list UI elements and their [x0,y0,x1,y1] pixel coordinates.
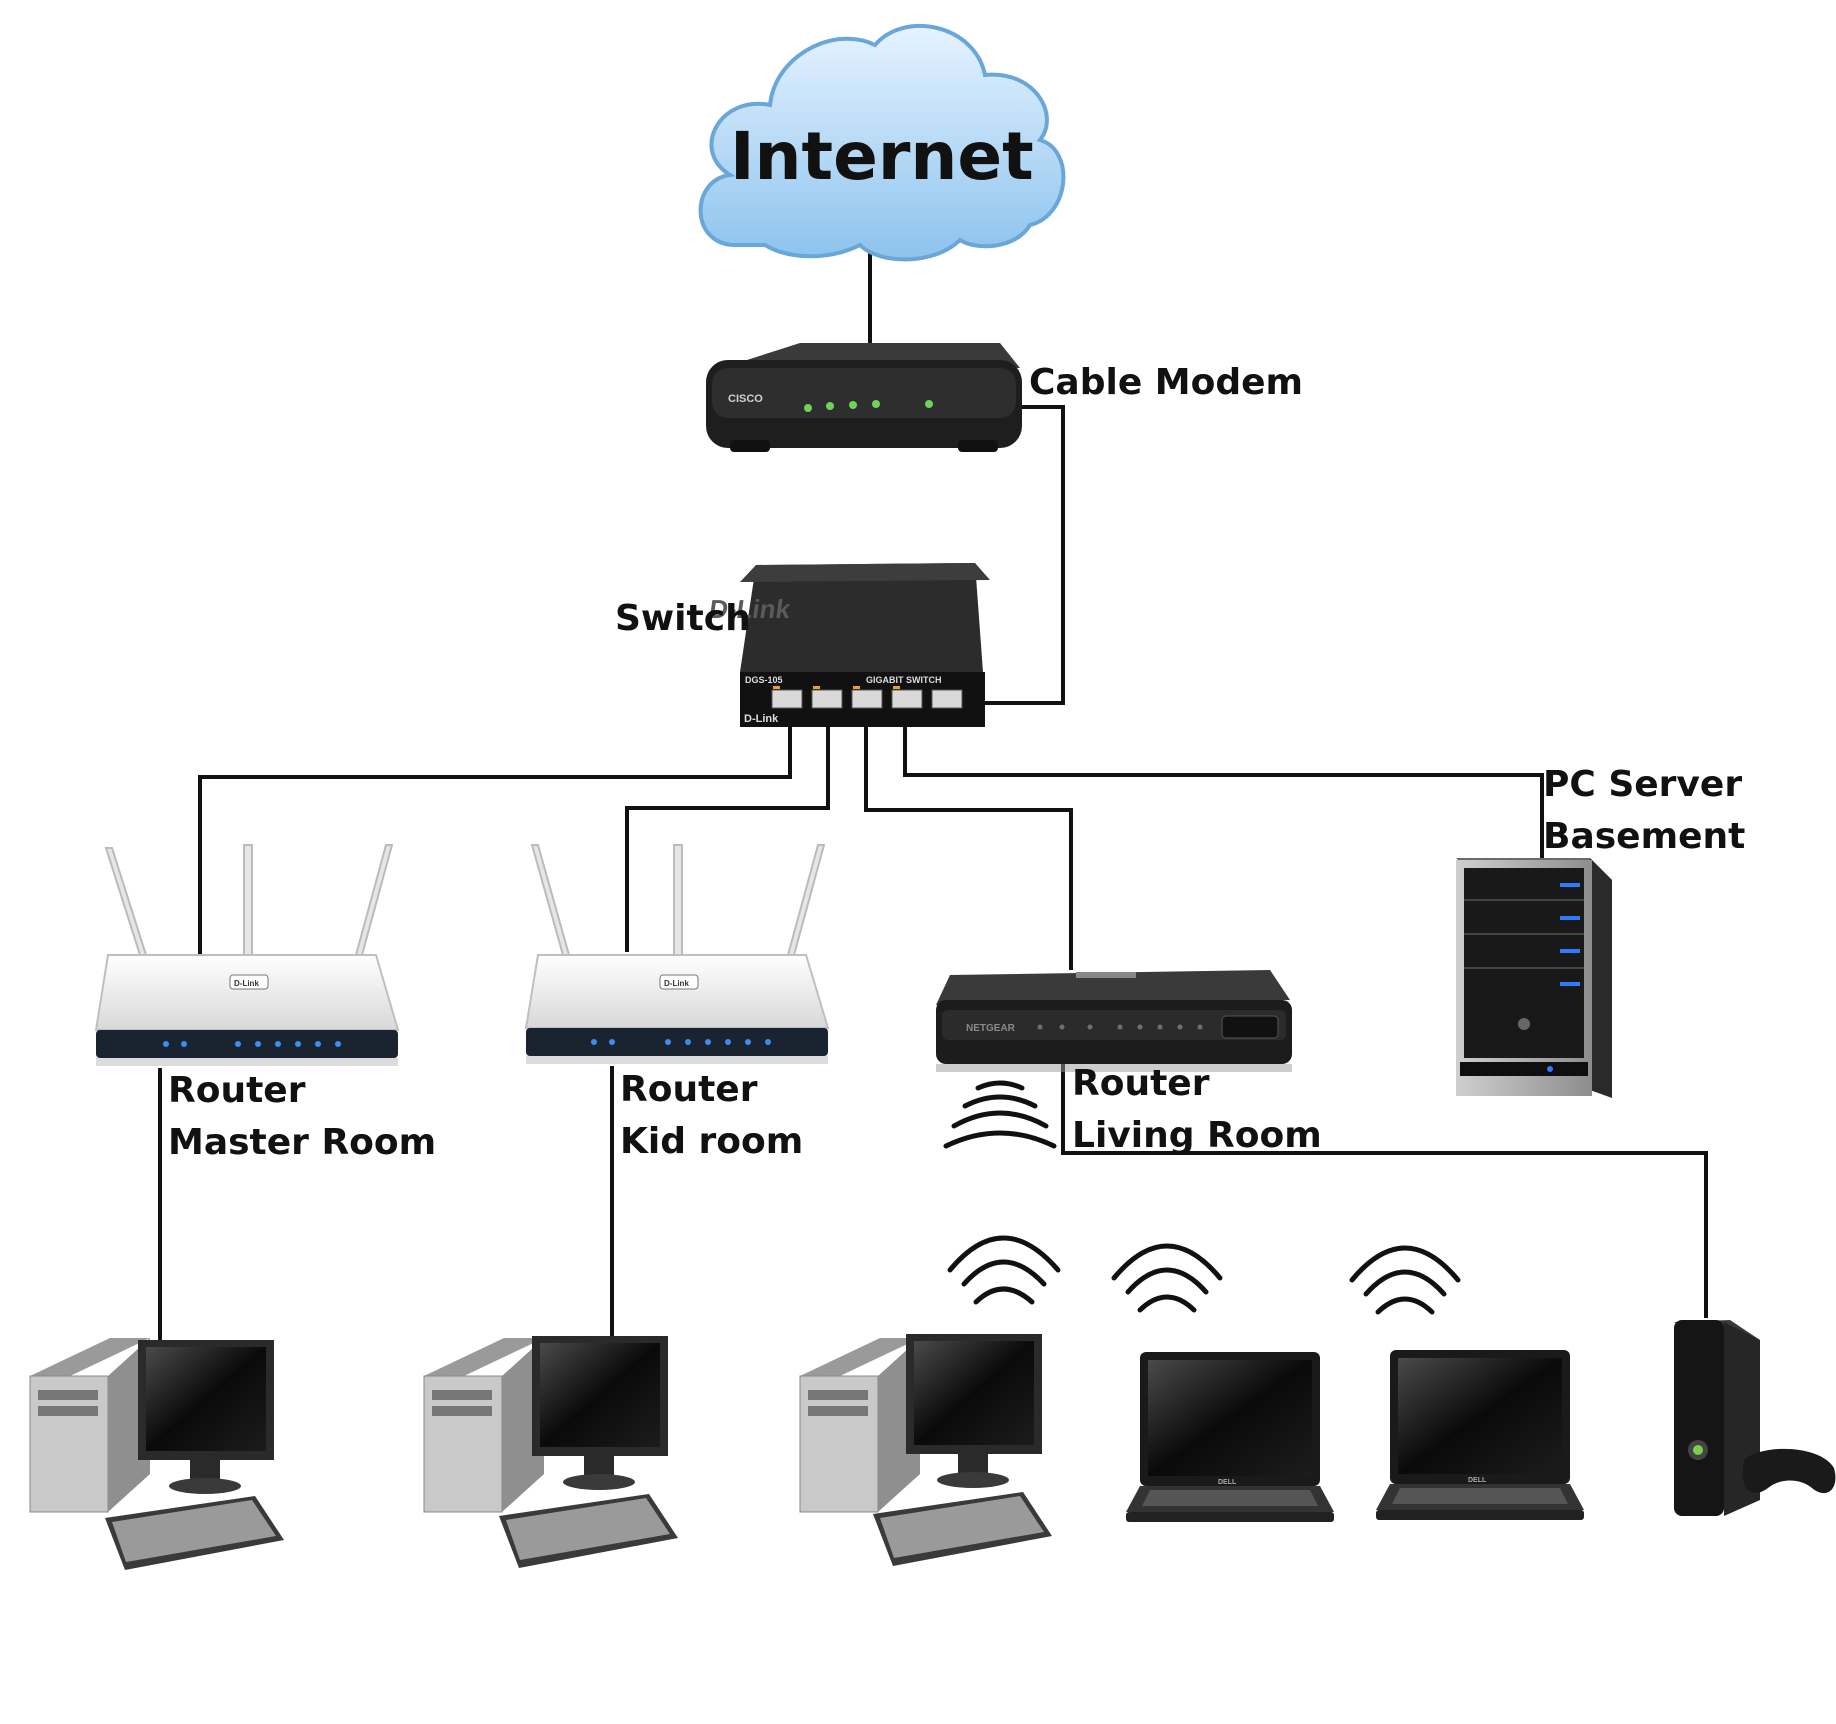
desktop-pc-icon-living [799,1334,1052,1566]
router-master-label-line1: Router [168,1070,306,1111]
modem-to-switch-line [978,405,1065,705]
cable-modem-icon: CISCO [706,343,1022,452]
game-console-icon [1674,1320,1836,1516]
pc-server-icon [1456,858,1612,1098]
switch-caption-text: GIGABIT SWITCH [866,675,942,685]
router-living-icon: NETGEAR [936,970,1292,1072]
wifi-signal-icon-laptop2 [1349,1245,1461,1315]
switch-model-text: DGS-105 [745,675,783,685]
router-kid-label-line1: Router [620,1069,758,1110]
switch-label: Switch [615,598,751,639]
desktop-pc-icon-kid [423,1336,678,1568]
router-kid-label-line2: Kid room [620,1121,804,1162]
modem-brand-text: CISCO [728,393,763,405]
laptop-icon-2: DELL [1376,1350,1584,1520]
laptop-1-brand-text: DELL [1218,1479,1237,1486]
laptop-2-brand-text: DELL [1468,1477,1487,1484]
switch-brand-text: D-Link [707,594,792,624]
internet-label: Internet [730,118,1034,195]
pc-server-label-line2: Basement [1543,816,1746,857]
router-master-icon: D-Link [94,844,400,1066]
router-living-label-line1: Router [1072,1063,1210,1104]
wifi-signal-icon-pc3 [947,1235,1061,1305]
desktop-pc-icon-master [29,1338,284,1570]
wifi-signal-icon-laptop1 [1111,1243,1223,1313]
switch-ports [771,689,963,709]
switch-to-server-line [903,705,1544,858]
laptop-icon-1: DELL [1126,1352,1334,1522]
switch-icon: D-Link DGS-105 GIGABIT SWITCH D-Link [707,563,990,727]
switch-front-brand-text: D-Link [744,713,779,725]
switch-to-router-living-line [864,705,1073,970]
router-living-to-console-line [1061,1063,1708,1318]
wifi-signal-icon-router [943,1080,1057,1149]
connections [158,245,1708,1340]
switch-to-router-kid-line [625,705,830,952]
router-master-brand-text: D-Link [234,979,259,988]
router-living-brand-text: NETGEAR [966,1023,1016,1034]
pc-server-label-line1: PC Server [1543,764,1743,805]
internet-cloud-icon [698,23,1066,262]
router-kid-brand-text: D-Link [664,979,689,988]
switch-to-router-master-line [198,705,792,955]
router-master-label-line2: Master Room [168,1122,437,1163]
router-kid-icon: D-Link [524,844,830,1064]
cable-modem-label: Cable Modem [1029,362,1304,403]
router-living-label-line2: Living Room [1072,1115,1322,1156]
